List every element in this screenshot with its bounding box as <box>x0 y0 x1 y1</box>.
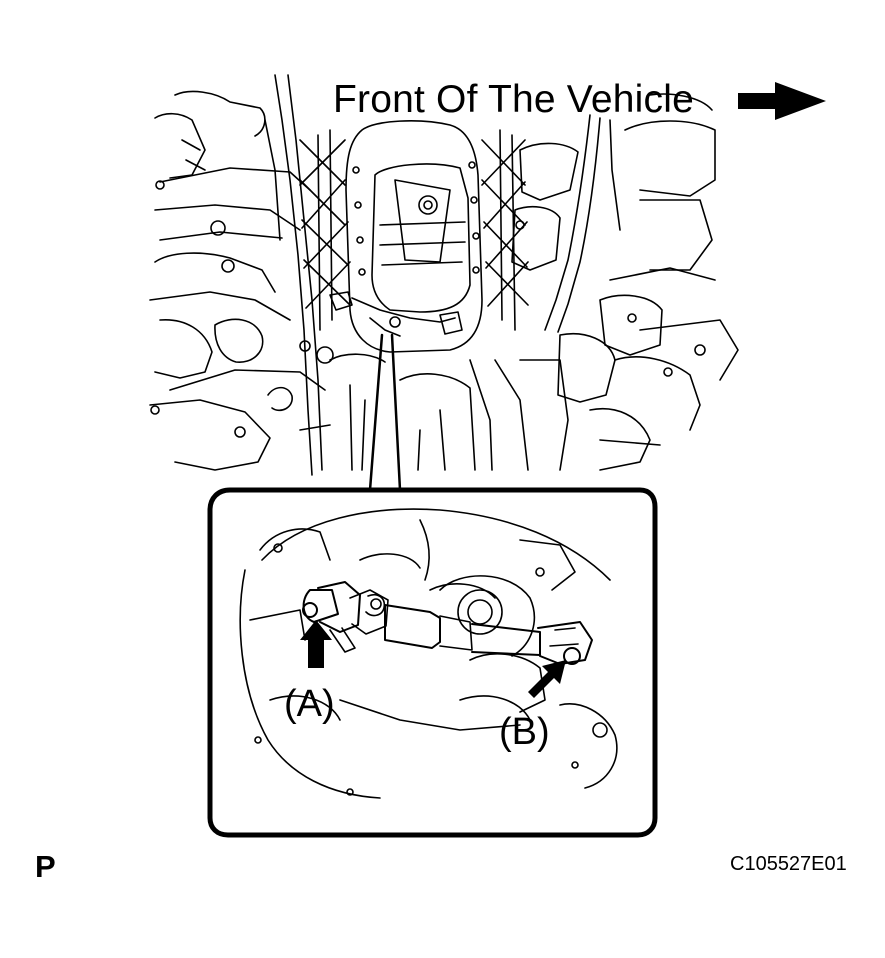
detail-frame <box>207 487 658 838</box>
detail-view <box>207 487 658 838</box>
callout-b-label: (B) <box>499 711 550 753</box>
figure-code: C105527E01 <box>730 853 847 875</box>
callout-a-label: (A) <box>284 683 335 725</box>
page-letter: P <box>35 849 56 884</box>
vehicle-underside-drawing <box>149 74 739 476</box>
bolt-arrow-icon <box>300 620 566 698</box>
direction-label: Front Of The Vehicle <box>333 78 694 121</box>
direction-arrow-icon <box>738 82 826 120</box>
detail-leader-lines <box>368 333 402 492</box>
